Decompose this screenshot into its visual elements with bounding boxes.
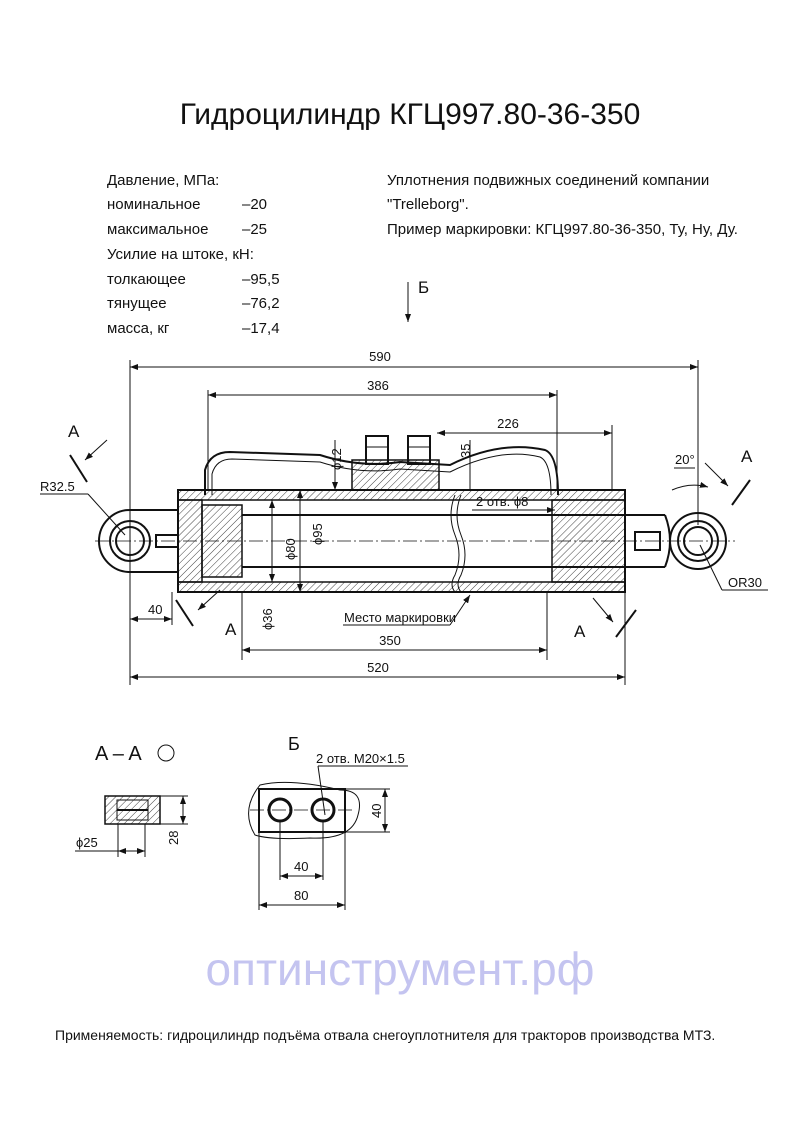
dim-or30: OR30	[728, 575, 762, 590]
notes-block: Уплотнения подвижных соединений компании…	[387, 172, 738, 238]
section-label-a: A	[68, 422, 80, 441]
marking-place-label: Место маркировки	[344, 610, 456, 625]
specs-block: Давление, МПа: номинальное –20 максималь…	[107, 172, 280, 337]
view-b: Б 2 отв. M20×1.5 40 40 80	[248, 734, 408, 910]
section-label-a: A	[225, 620, 237, 639]
view-b-title: Б	[288, 734, 300, 754]
watermark: оптинструмент.рф	[205, 943, 594, 995]
drawing-title: Гидроцилиндр КГЦ997.80-36-350	[180, 98, 641, 131]
dim-overall: 590	[369, 349, 391, 364]
dim-angle: 20°	[675, 452, 695, 467]
section-label-a: A	[574, 622, 586, 641]
spec-value: –20	[242, 196, 267, 213]
dim-holes-phi8: 2 отв. ϕ8	[476, 494, 528, 509]
section-aa-title: A – A	[95, 743, 142, 765]
force-heading: Усилие на штоке, кН:	[107, 246, 254, 263]
spec-value: –25	[242, 221, 267, 238]
note-line: Уплотнения подвижных соединений компании	[387, 172, 709, 189]
dim-40-horizontal: 40	[294, 859, 308, 874]
section-label-a: A	[741, 447, 753, 466]
spec-label: номинальное	[107, 196, 200, 213]
cylinder-main-view: 590 386 226 40 350 520 ϕ12 35 ϕ	[40, 349, 768, 685]
dim-80: 80	[294, 888, 308, 903]
view-b-label: Б	[418, 278, 429, 297]
note-line: Пример маркировки: КГЦ997.80-36-350, Ту,…	[387, 221, 738, 238]
pressure-heading: Давление, МПа:	[107, 172, 219, 189]
dim-28: 28	[166, 831, 181, 845]
dim-phi80: ϕ80	[283, 538, 298, 560]
dim-35: 35	[458, 444, 473, 458]
dim-phi12: ϕ12	[329, 448, 344, 470]
spec-value: –76,2	[242, 295, 280, 312]
dim-phi95: ϕ95	[310, 523, 325, 545]
view-b-holes: 2 отв. M20×1.5	[316, 751, 405, 766]
dim-350: 350	[379, 633, 401, 648]
spec-label: тянущее	[107, 295, 167, 312]
spec-value: –95,5	[242, 271, 280, 288]
dim-40: 40	[148, 602, 162, 617]
applicability-note: Применяемость: гидроцилиндр подъёма отва…	[55, 1027, 715, 1043]
dim-386: 386	[367, 378, 389, 393]
dim-r325: R32.5	[40, 479, 75, 494]
rotated-view-icon	[157, 744, 175, 762]
dim-520: 520	[367, 660, 389, 675]
note-line: "Trelleborg".	[387, 196, 469, 213]
section-aa-view: A – A 28 ϕ25	[75, 743, 188, 857]
spec-label: толкающее	[107, 271, 186, 288]
spec-label: масса, кг	[107, 320, 170, 337]
spec-value: –17,4	[242, 320, 280, 337]
dim-226: 226	[497, 416, 519, 431]
dim-40-vertical: 40	[369, 804, 384, 818]
spec-label: максимальное	[107, 221, 208, 238]
dim-phi25: ϕ25	[76, 835, 98, 850]
dim-phi36: ϕ36	[260, 608, 275, 630]
